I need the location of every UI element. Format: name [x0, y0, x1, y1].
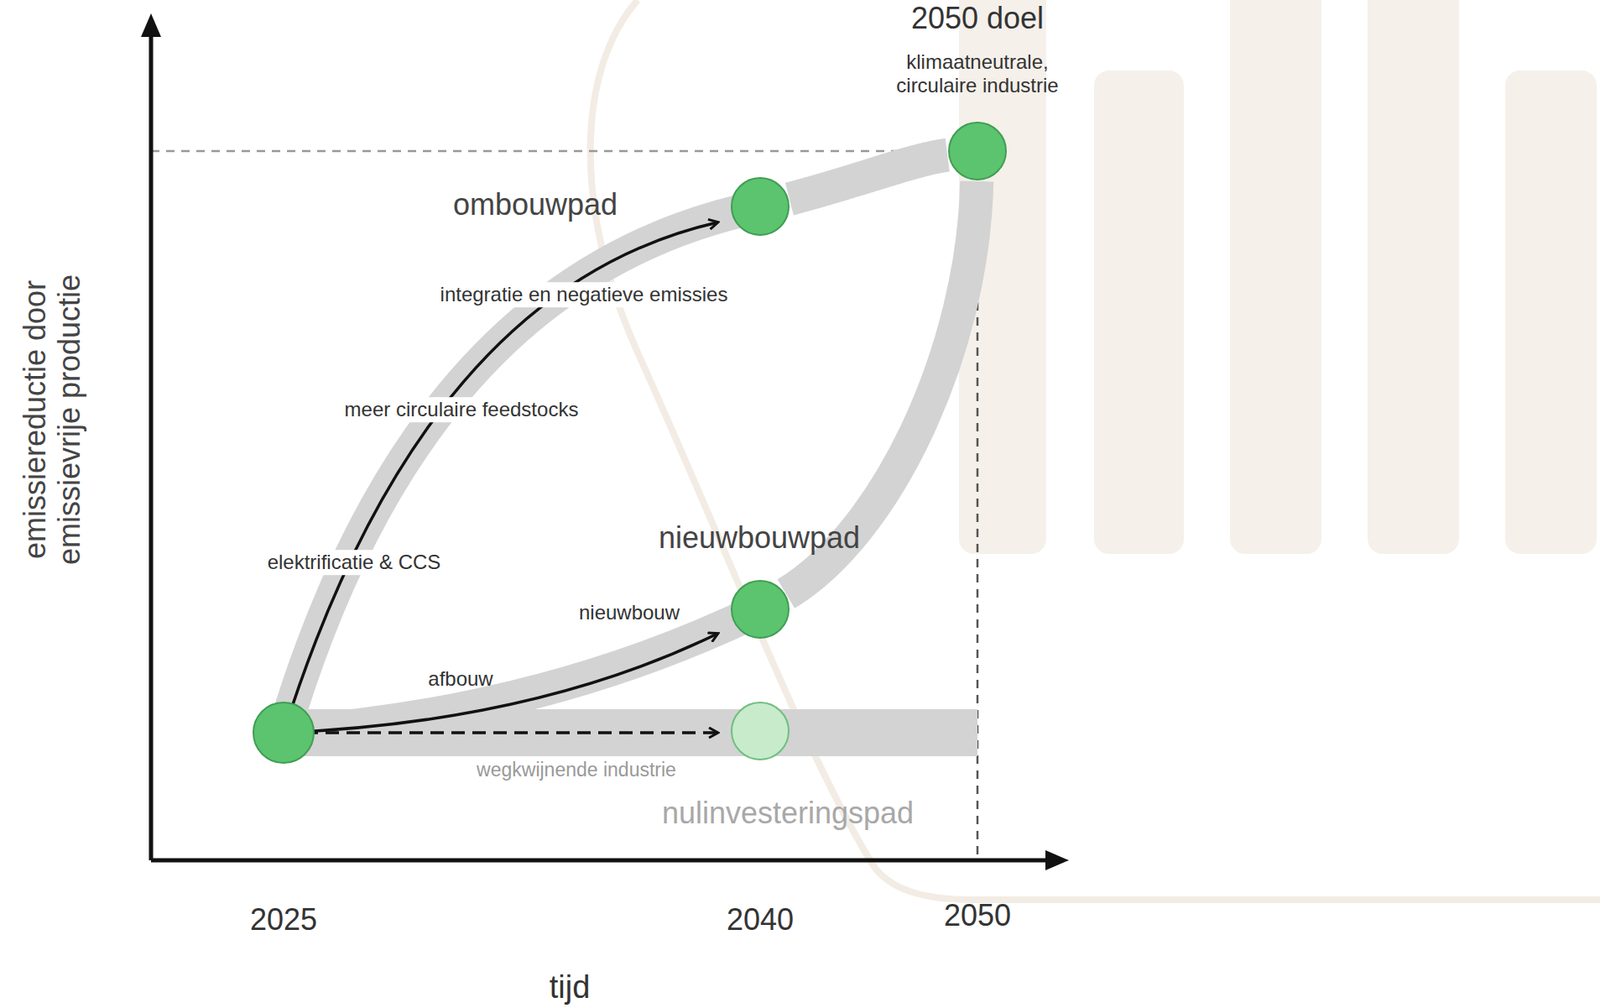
- milestone-node: ombouwpad: [729, 176, 791, 237]
- milestone-node: nieuwbouwpad: [729, 578, 791, 640]
- tick-label: 2050: [943, 897, 1012, 933]
- step-label: integratie en negatieve emissies: [437, 281, 732, 308]
- milestone-circle: [729, 700, 791, 761]
- nul-arrow: [283, 730, 718, 735]
- node-body: klimaatneutrale, circulaire industrie: [864, 50, 1091, 97]
- tick-label: 2025: [250, 901, 318, 937]
- node-heading: nieuwbouwpad: [658, 520, 860, 555]
- milestone-node: nulinvesteringspad: [729, 700, 791, 761]
- milestone-node: 2050 doelklimaatneutrale, circulaire ind…: [947, 120, 1008, 182]
- path-band: [789, 155, 948, 199]
- milestone-circle: [947, 120, 1008, 182]
- nieuwbouw-arrow: [283, 633, 718, 733]
- axis-title: emissiereductie door emissievrije produc…: [17, 222, 88, 617]
- step-label: nieuwbouw: [578, 600, 680, 625]
- path-bands: [283, 206, 978, 733]
- step-label: meer circulaire feedstocks: [341, 396, 583, 423]
- step-label: wegkwijnende industrie: [476, 758, 677, 781]
- beige-outline: [590, 0, 1600, 900]
- node-heading: nulinvesteringspad: [661, 795, 914, 830]
- axis-title: tijd: [549, 969, 591, 1006]
- milestone-circle: [729, 578, 791, 640]
- milestone-circle: [729, 176, 791, 237]
- goal-guide: [151, 150, 978, 153]
- step-label: elektrificatie & CCS: [264, 549, 445, 575]
- node-heading: ombouwpad: [453, 187, 618, 222]
- y-axis: [149, 33, 154, 860]
- tick-label: 2040: [726, 901, 794, 937]
- start-circle: [253, 702, 314, 763]
- x-axis: [151, 858, 1049, 863]
- step-label: afbouw: [427, 667, 493, 691]
- node-heading: 2050 doel: [911, 0, 1044, 36]
